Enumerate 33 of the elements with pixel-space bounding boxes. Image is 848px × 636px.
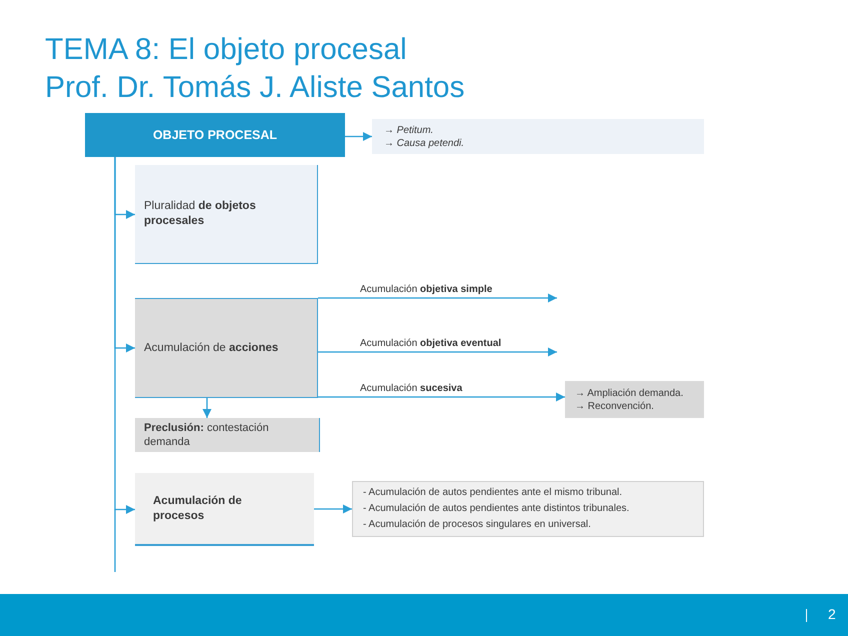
- topic-title: OBJETO PROCESAL: [152, 126, 278, 144]
- list-item: - Acumulación de autos pendientes ante el mismo tribunal.: [363, 486, 624, 500]
- arrow: [318, 348, 557, 356]
- note-item: → Ampliación demanda.: [575, 386, 684, 400]
- result-box: [135, 418, 320, 452]
- page-number: 2: [828, 606, 836, 622]
- arrow: [314, 504, 352, 514]
- arrow: [345, 132, 372, 141]
- note-box: [565, 381, 704, 418]
- arrow: [318, 392, 565, 402]
- list-box: [352, 481, 704, 537]
- category-label: Pluralidad de objetos procesales: [144, 199, 257, 229]
- category-label: Acumulación de procesos: [153, 494, 243, 524]
- arrow: [318, 294, 557, 302]
- arrow: [114, 157, 135, 514]
- category-box: [135, 473, 314, 546]
- category-box: [135, 298, 318, 398]
- note-item: → Petitum.: [384, 124, 434, 136]
- edge-label: Acumulación objetiva eventual: [360, 338, 502, 350]
- topic-header-box: [85, 113, 345, 157]
- note-box: [372, 119, 704, 154]
- category-label: Acumulación de acciones: [144, 340, 280, 356]
- edge-label: Acumulación objetiva simple: [360, 284, 492, 296]
- arrow: [202, 398, 212, 418]
- slide-title: TEMA 8: El objeto procesal: [45, 33, 407, 67]
- list-item: - Acumulación de procesos singulares en universal.: [363, 518, 592, 532]
- edge-label: Acumulación sucesiva: [360, 383, 462, 395]
- note-item: → Reconvención.: [575, 400, 655, 412]
- note-item: → Causa petendi.: [384, 136, 466, 150]
- list-item: - Acumulación de autos pendientes ante distintos tribunales.: [363, 502, 630, 516]
- result-label: Preclusión: contestación demanda: [144, 421, 270, 449]
- category-box: [135, 165, 318, 264]
- author-name: Prof. Dr. Tomás J. Aliste Santos: [45, 71, 465, 105]
